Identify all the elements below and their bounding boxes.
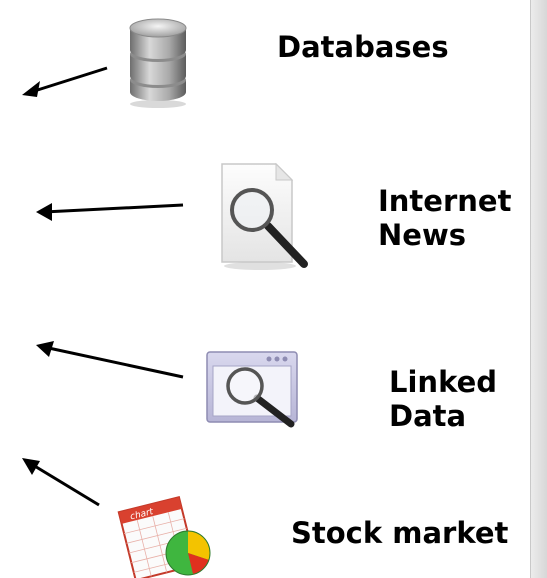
document-search-icon xyxy=(221,162,308,270)
spreadsheet-chart-icon: chart xyxy=(117,496,211,578)
label-internet-line2: News xyxy=(378,218,466,252)
label-linked-line2: Data xyxy=(389,399,467,433)
label-stock-market: Stock market xyxy=(291,516,508,550)
label-stock-text: Stock market xyxy=(291,516,509,550)
label-linked-line1: Linked xyxy=(389,365,497,399)
label-internet-news: Internet News xyxy=(378,184,511,252)
label-internet-line1: Internet xyxy=(378,184,512,218)
label-databases-text: Databases xyxy=(277,30,449,64)
arrow-linked-data xyxy=(36,341,184,379)
database-icon xyxy=(129,18,187,108)
arrow-databases xyxy=(22,66,108,97)
arrow-stock-market xyxy=(22,458,100,507)
arrow-internet-news xyxy=(36,203,184,221)
scrollbar[interactable] xyxy=(530,0,547,578)
label-databases: Databases xyxy=(277,30,449,64)
window-search-icon xyxy=(206,351,298,428)
label-linked-data: Linked Data xyxy=(389,365,497,433)
